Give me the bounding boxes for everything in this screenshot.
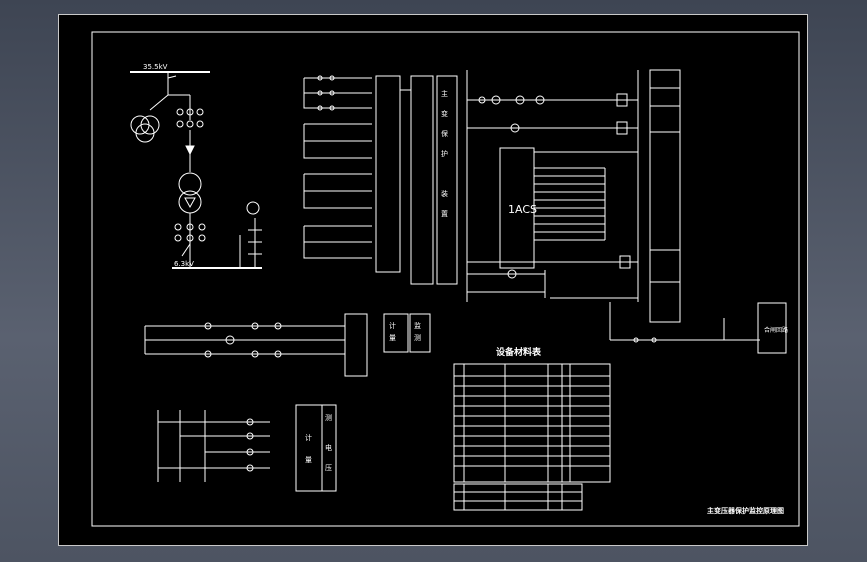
main-transformer-lv-winding: [178, 190, 202, 214]
material-table-title: 设备材料表: [496, 346, 542, 358]
relay-char-1: 主: [441, 89, 448, 98]
main-transformer-hv-winding: [178, 172, 202, 196]
measure-char-3: 监: [414, 321, 421, 330]
control-function-column: [649, 69, 681, 323]
measure-char-2: 量: [389, 334, 396, 342]
measure-char-4: 测: [414, 334, 421, 342]
controller-label: 1ACS: [508, 203, 537, 216]
metering-panel: [383, 313, 409, 353]
relay-char-4: 护: [441, 149, 448, 158]
voltage-metering-circuit: [157, 410, 270, 482]
metering-circuit: [144, 322, 345, 358]
meter-right-char-2: 电: [325, 443, 332, 452]
relay-char-6: 置: [441, 210, 448, 218]
voltage-meter-box: [295, 404, 323, 492]
voltmeter-symbol: [246, 201, 260, 215]
ct-group-1: [303, 75, 372, 111]
relay-char-3: 保: [441, 129, 448, 138]
ct-group-2: [303, 123, 372, 159]
protection-relay-box: [436, 75, 458, 285]
metering-terminal: [344, 313, 368, 377]
terminal-block-b: [410, 75, 434, 285]
meter-right-char-1: 测: [325, 414, 332, 422]
ct-group-3: [303, 173, 372, 209]
inner-border: [91, 31, 800, 527]
hv-bus-label: 35.5kV: [143, 63, 168, 71]
lv-bus-label: 6.3kV: [174, 260, 194, 268]
meter-left-char-2: 量: [305, 456, 312, 464]
closing-circuit-box: [757, 302, 787, 354]
terminal-block-a: [375, 75, 401, 273]
ct-group-4: [303, 225, 372, 259]
measure-char-1: 计: [389, 321, 396, 330]
material-table: [453, 363, 611, 511]
closing-circuit-label: 合闸回路: [764, 326, 788, 334]
meter-left-char-1: 计: [305, 433, 312, 442]
relay-char-5: 装: [441, 189, 448, 198]
drawing-title: 主变压器保护监控原理图: [707, 506, 784, 515]
relay-char-2: 变: [441, 109, 448, 118]
meter-right-char-3: 压: [325, 464, 332, 472]
